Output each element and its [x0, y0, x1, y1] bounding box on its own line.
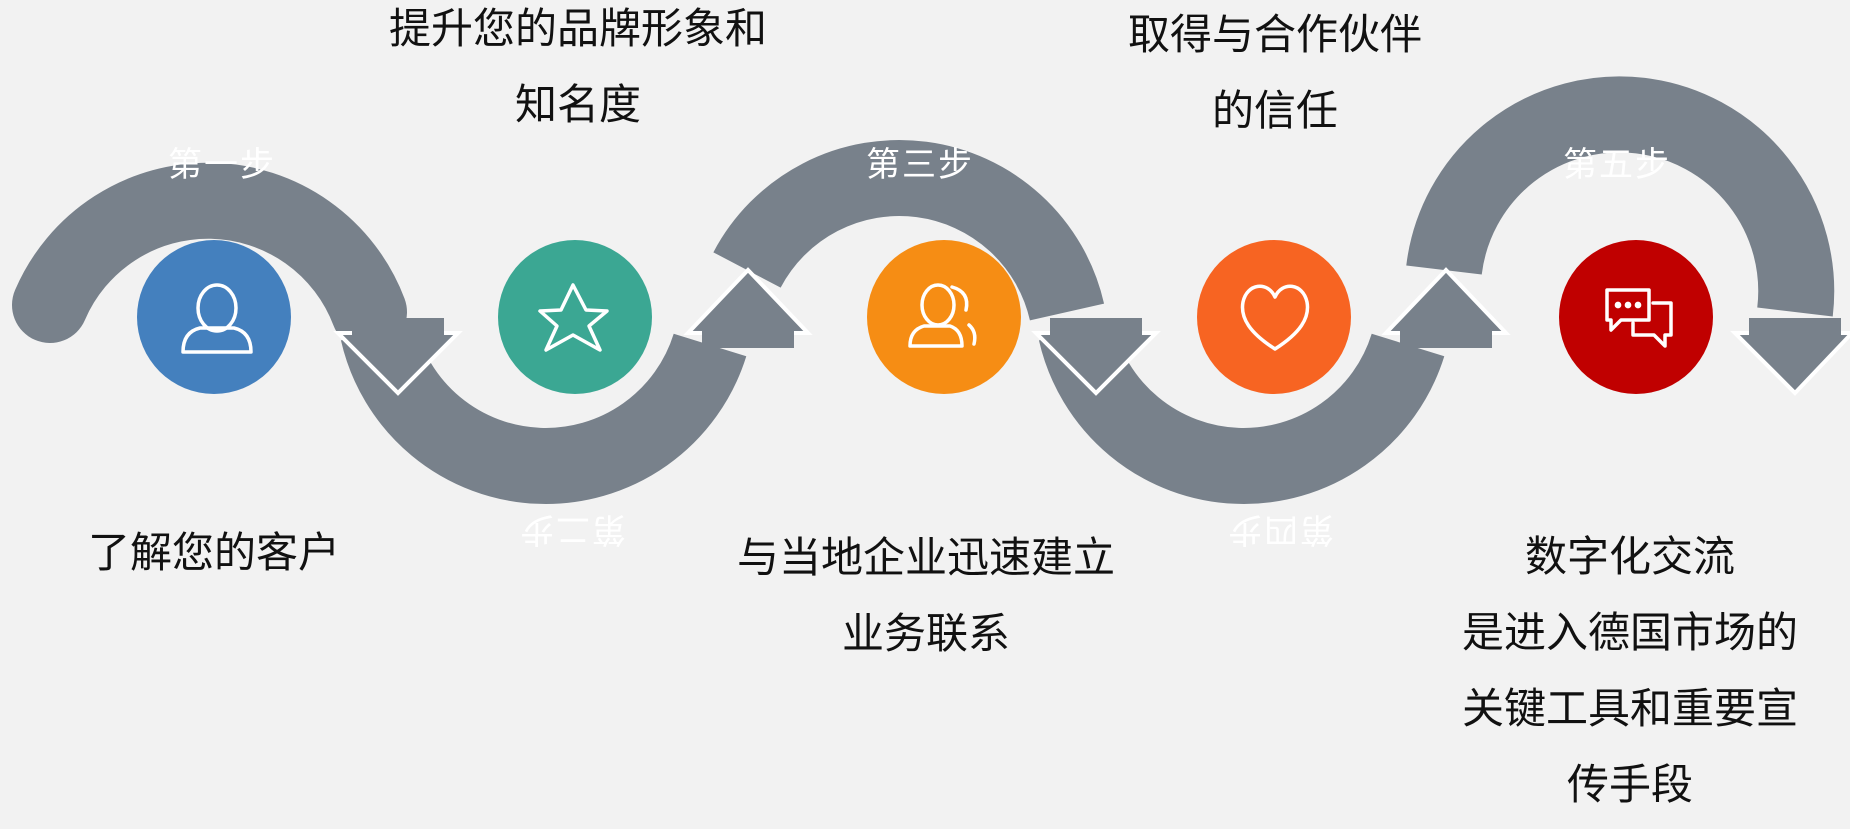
users-icon: [908, 283, 977, 348]
step-label-3: 第三步: [866, 145, 974, 185]
step-circle-5: [1559, 240, 1713, 394]
arc-step-4: [1038, 322, 1445, 504]
step-3-line-2: 业务联系: [841, 609, 1010, 658]
arc-step-5: [1406, 76, 1835, 317]
step-4-line-2: 的信任: [1211, 86, 1338, 135]
chat-icon: [1605, 288, 1673, 348]
arrow-band: [12, 76, 1835, 504]
star-icon: [538, 283, 609, 352]
step-label-5: 第五步: [1563, 145, 1671, 185]
arc-step-1: [12, 162, 407, 350]
step-4-description: 取得与合作伙伴 的信任: [1100, 0, 1450, 149]
step-5-line-2: 是进入德国市场的: [1461, 608, 1798, 657]
heart-icon: [1240, 284, 1310, 351]
step-1-line-1: 了解您的客户: [87, 528, 340, 577]
step-circle-1: [137, 240, 291, 394]
arrowhead-up-2: [683, 267, 813, 335]
step-5-description: 数字化交流 是进入德国市场的 关键工具和重要宣 传手段: [1440, 519, 1820, 823]
arrowhead-down-5: [1730, 331, 1850, 396]
arc-step-3: [713, 140, 1105, 322]
step-3-line-1: 与当地企业迅速建立: [736, 533, 1115, 582]
step-4-line-1: 取得与合作伙伴: [1127, 10, 1422, 59]
step-2-line-2: 知名度: [514, 80, 641, 129]
user-icon: [181, 283, 253, 354]
step-circle-4: [1197, 240, 1351, 394]
arc-step-2: [340, 322, 747, 504]
step-5-line-4: 传手段: [1566, 760, 1693, 809]
step-5-line-3: 关键工具和重要宣: [1461, 684, 1798, 733]
step-2-description: 提升您的品牌形象和 知名度: [378, 0, 778, 143]
step-3-description: 与当地企业迅速建立 业务联系: [726, 520, 1126, 672]
step-1-description: 了解您的客户: [64, 515, 364, 591]
step-label-4: 第四步: [1226, 509, 1334, 549]
step-label-2: 第二步: [518, 509, 626, 549]
arrowhead-up-4: [1381, 267, 1511, 335]
step-5-line-1: 数字化交流: [1524, 532, 1735, 581]
step-label-1: 第一步: [168, 145, 276, 185]
step-2-line-1: 提升您的品牌形象和: [388, 4, 767, 53]
step-circle-3: [867, 240, 1021, 394]
step-circle-2: [498, 240, 652, 394]
